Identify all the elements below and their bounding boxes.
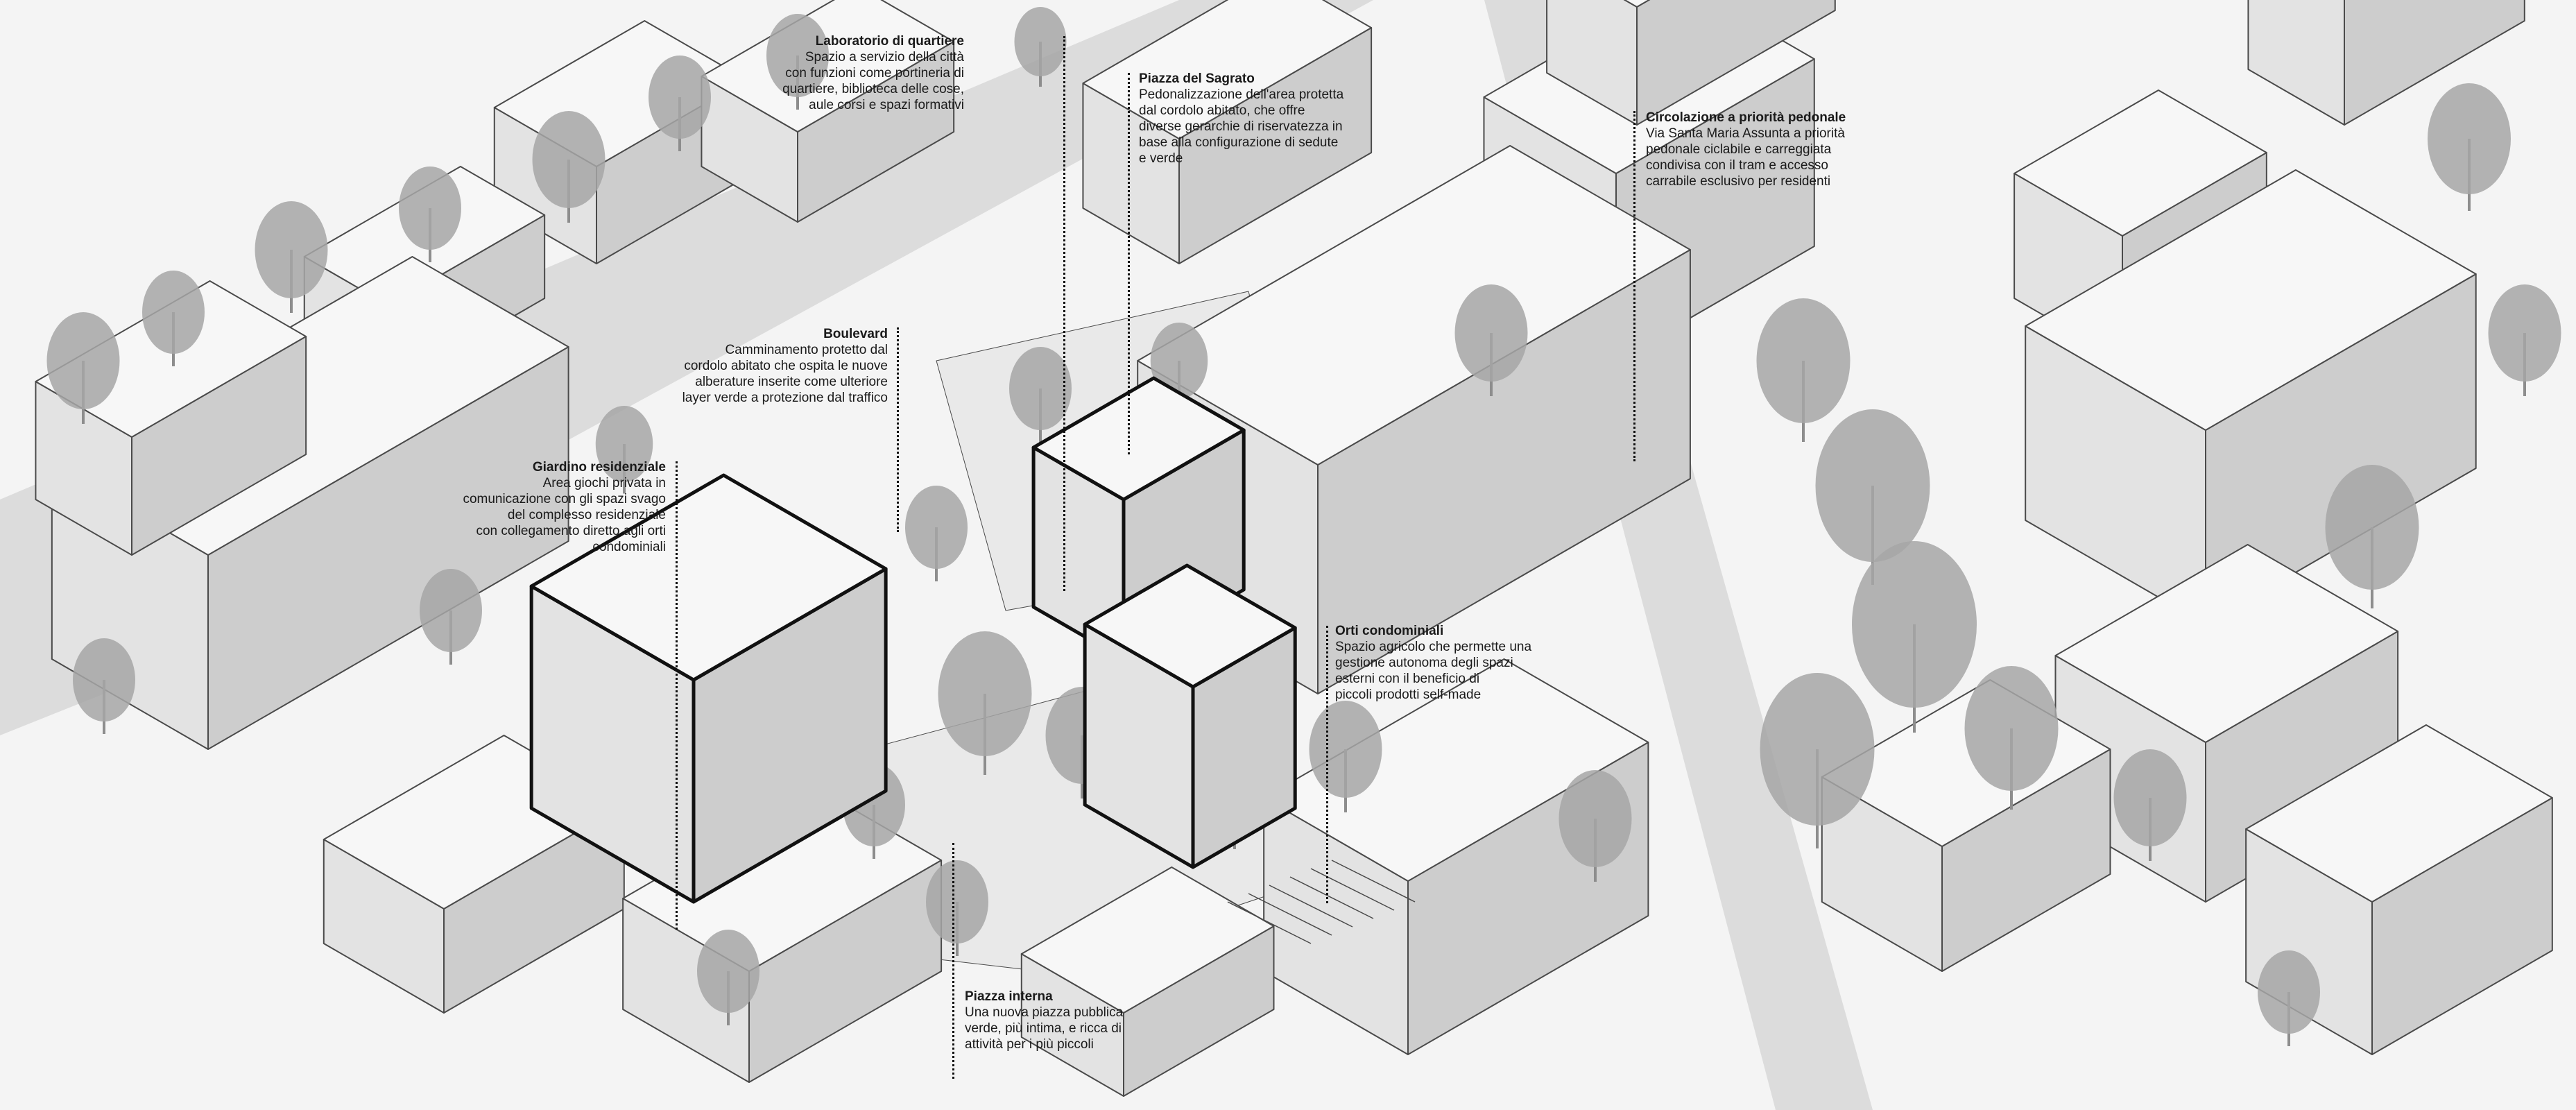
tree-5-crown xyxy=(532,111,606,208)
annotation-body: Pedonalizzazione dell'area protetta dal … xyxy=(1139,87,1344,166)
tree-10-crown xyxy=(1150,323,1208,399)
building-ne-2-wall-right xyxy=(1636,0,1836,126)
orti-row-5 xyxy=(1310,868,1395,911)
annotation-body: Una nuova piazza pubblica verde, più int… xyxy=(965,1005,1124,1052)
building-se-2-roof xyxy=(2245,724,2553,903)
leader-line-piazza-sagrato xyxy=(1128,73,1130,454)
building-church-north-roof xyxy=(1082,0,1373,139)
project-residential-block-roof xyxy=(529,473,888,682)
building-ne-3-wall-right xyxy=(2344,0,2525,126)
annotation-body: Camminamento protetto dal cordolo abitat… xyxy=(682,343,888,405)
leader-line-circolazione xyxy=(1633,111,1635,461)
annotation-body: Area giochi privata in comunicazione con… xyxy=(463,476,666,554)
tree-33-crown xyxy=(905,486,968,569)
building-e-1-roof xyxy=(2013,89,2267,237)
tree-28-crown xyxy=(1309,701,1382,798)
building-ne-3-wall-left xyxy=(2247,0,2345,126)
annotation-title: Laboratorio di quartiere xyxy=(815,34,964,49)
annotation-circolazione-priorita-pedonale: Circolazione a priorità pedonale Via San… xyxy=(1646,110,2131,189)
building-s-3-roof xyxy=(1020,866,1275,1014)
tree-9-crown xyxy=(1009,347,1072,430)
building-church-hall-roof xyxy=(1137,145,1691,466)
tree-24-crown xyxy=(697,930,759,1013)
annotation-title: Piazza del Sagrato xyxy=(1139,71,1255,86)
tree-25-crown xyxy=(926,860,988,944)
building-se-1-roof xyxy=(2054,544,2399,743)
annotation-title: Boulevard xyxy=(823,327,888,341)
tree-17-crown xyxy=(2113,749,2187,846)
leader-line-orti xyxy=(1326,626,1328,903)
annotation-title: Orti condominiali xyxy=(1335,624,1444,638)
tree-12-crown xyxy=(1756,298,1851,423)
annotation-piazza-interna: Piazza interna Una nuova piazza pubblica… xyxy=(965,989,1450,1052)
tree-14-crown xyxy=(1852,541,1977,708)
tree-30-crown xyxy=(420,569,482,652)
tree-11-crown xyxy=(1454,284,1528,382)
building-ne-2-roof xyxy=(1623,0,1651,8)
leader-line-laboratorio xyxy=(1063,36,1065,591)
tree-16-crown xyxy=(1964,666,2059,791)
orti-row-6 xyxy=(1331,860,1416,903)
annotation-title: Circolazione a priorità pedonale xyxy=(1646,110,1846,125)
tree-26-crown xyxy=(1559,770,1632,867)
annotation-boulevard: Boulevard Camminamento protetto dal cord… xyxy=(402,326,888,406)
annotation-body: Spazio agricolo che permette una gestion… xyxy=(1335,640,1532,702)
tree-21-crown xyxy=(938,631,1032,756)
tree-6-crown xyxy=(649,56,711,139)
tree-32-crown xyxy=(595,406,653,482)
project-corner-block-roof xyxy=(1083,563,1297,689)
annotation-giardino-residenziale: Giardino residenziale Area giochi privat… xyxy=(180,459,666,555)
annotation-orti-condominiali: Orti condominiali Spazio agricolo che pe… xyxy=(1335,623,1821,703)
leader-line-boulevard xyxy=(897,327,899,532)
tree-7-crown xyxy=(766,14,829,97)
tree-8-crown xyxy=(1014,7,1067,76)
tree-20-crown xyxy=(2325,465,2419,590)
tree-31-crown xyxy=(73,638,135,722)
annotation-body: Via Santa Maria Assunta a priorità pedon… xyxy=(1646,126,1845,189)
tree-1-crown xyxy=(46,312,120,409)
tree-15-crown xyxy=(1760,673,1875,826)
annotation-body: Spazio a servizio della città con funzio… xyxy=(782,50,964,112)
orti-row-3 xyxy=(1269,885,1353,928)
orti-row-4 xyxy=(1289,876,1374,919)
annotation-title: Giardino residenziale xyxy=(532,460,666,475)
tree-18-crown xyxy=(2428,83,2511,194)
tree-2-crown xyxy=(142,271,205,354)
annotation-laboratorio-di-quartiere: Laboratorio di quartiere Spazio a serviz… xyxy=(479,33,964,113)
orti-row-2 xyxy=(1248,893,1332,936)
tree-3-crown xyxy=(255,201,328,298)
tree-13-crown xyxy=(1815,409,1930,562)
tree-29-crown xyxy=(2258,950,2320,1034)
annotation-title: Piazza interna xyxy=(965,989,1053,1004)
building-e-2-roof xyxy=(2025,169,2477,431)
tree-4-crown xyxy=(399,166,461,250)
orti-row-1 xyxy=(1227,901,1312,944)
annotation-piazza-del-sagrato: Piazza del Sagrato Pedonalizzazione dell… xyxy=(1139,71,1624,166)
leader-line-giardino xyxy=(676,461,678,930)
tree-19-crown xyxy=(2488,284,2561,382)
leader-line-piazza-interna xyxy=(952,843,954,1079)
